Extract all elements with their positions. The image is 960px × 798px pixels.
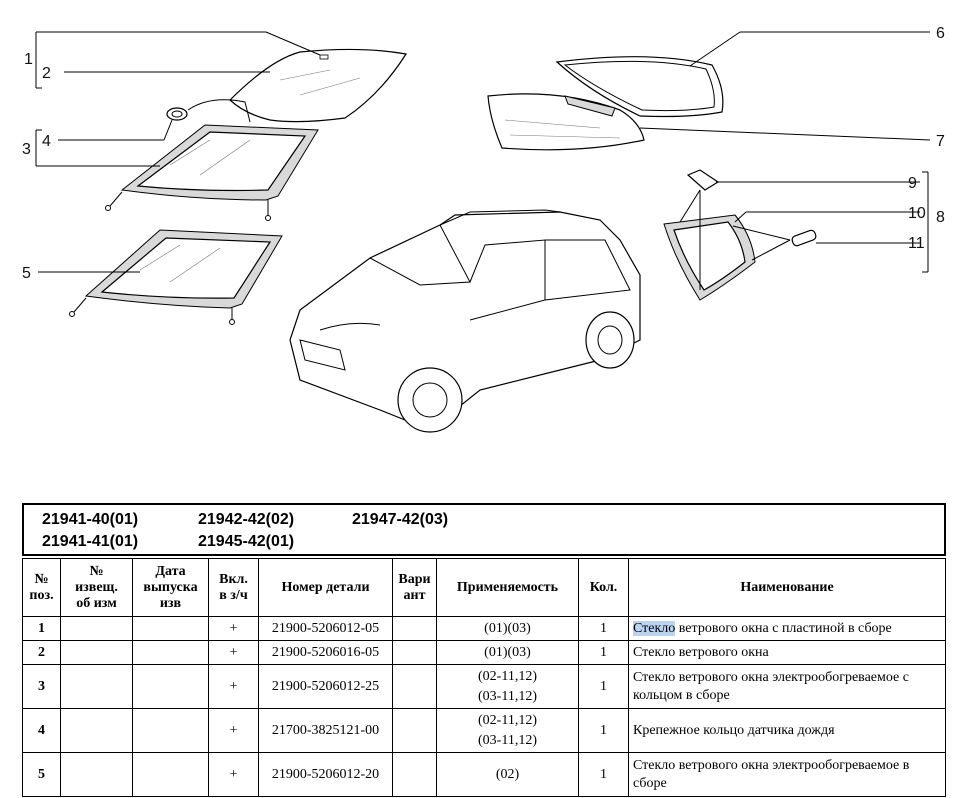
cell-pos: 5 bbox=[22, 752, 61, 797]
callout-6: 6 bbox=[936, 25, 945, 42]
cell-notice bbox=[60, 708, 133, 753]
cell-date bbox=[132, 640, 209, 665]
cell-part-number[interactable]: 21700-3825121-00 bbox=[258, 708, 393, 753]
rain-sensor-ring-drawing bbox=[166, 99, 251, 123]
callout-lines bbox=[35, 31, 931, 273]
callout-11: 11 bbox=[908, 235, 925, 252]
heated-windshield-drawing bbox=[105, 124, 319, 221]
car-drawing bbox=[289, 209, 641, 433]
cell-qty: 1 bbox=[578, 752, 629, 797]
header-part-number: Номер детали bbox=[258, 558, 393, 617]
heated-windshield-2-drawing bbox=[69, 229, 283, 325]
cell-name[interactable]: Стекло ветрового окна с пластиной в сбор… bbox=[628, 616, 946, 641]
quarter-window-drawing bbox=[663, 169, 817, 301]
cell-part-number[interactable]: 21900-5206012-20 bbox=[258, 752, 393, 797]
callout-2: 2 bbox=[42, 65, 51, 82]
model-code: 21942-42(02) bbox=[198, 511, 295, 528]
cell-notice bbox=[60, 640, 133, 665]
callout-8: 8 bbox=[936, 209, 945, 226]
callout-10: 10 bbox=[908, 205, 926, 222]
header-spare: Вкл.в з/ч bbox=[208, 558, 259, 617]
cell-applicability: (01)(03) bbox=[436, 640, 579, 665]
cell-name[interactable]: Стекло ветрового окна электрообогреваемо… bbox=[628, 664, 946, 709]
callout-7: 7 bbox=[936, 133, 945, 150]
cell-spare: + bbox=[208, 616, 259, 641]
cell-applicability: (01)(03) bbox=[436, 616, 579, 641]
cell-spare: + bbox=[208, 640, 259, 665]
cell-spare: + bbox=[208, 708, 259, 753]
table-row: 4 + 21700-3825121-00 (02-11,12)(03-11,12… bbox=[22, 708, 946, 753]
callout-5: 5 bbox=[22, 265, 31, 282]
header-name: Наименование bbox=[628, 558, 946, 617]
cell-name[interactable]: Крепежное кольцо датчика дождя bbox=[628, 708, 946, 753]
cell-notice bbox=[60, 616, 133, 641]
cell-notice bbox=[60, 664, 133, 709]
cell-name[interactable]: Стекло ветрового окна электрообогреваемо… bbox=[628, 752, 946, 797]
callout-4: 4 bbox=[42, 133, 51, 150]
header-qty: Кол. bbox=[578, 558, 629, 617]
cell-pos: 4 bbox=[22, 708, 61, 753]
header-applicability: Применяемость bbox=[436, 558, 579, 617]
cell-variant bbox=[392, 616, 437, 641]
callout-3: 3 bbox=[22, 141, 31, 158]
cell-applicability: (02) bbox=[436, 752, 579, 797]
model-code: 21941-41(01) bbox=[42, 533, 139, 550]
cell-part-number[interactable]: 21900-5206012-05 bbox=[258, 616, 393, 641]
callout-1: 1 bbox=[24, 51, 33, 68]
table-row: 2 + 21900-5206016-05 (01)(03) 1 Стекло в… bbox=[22, 640, 946, 665]
model-code: 21947-42(03) bbox=[352, 511, 449, 528]
cell-pos: 3 bbox=[22, 664, 61, 709]
callout-labels: 1 2 3 4 5 6 7 8 9 10 11 bbox=[22, 25, 945, 282]
parts-diagram: 1 2 3 4 5 6 7 8 9 10 11 bbox=[22, 25, 945, 433]
cell-qty: 1 bbox=[578, 708, 629, 753]
cell-variant bbox=[392, 708, 437, 753]
cell-pos: 2 bbox=[22, 640, 61, 665]
cell-variant bbox=[392, 752, 437, 797]
cell-spare: + bbox=[208, 664, 259, 709]
cell-part-number[interactable]: 21900-5206016-05 bbox=[258, 640, 393, 665]
cell-date bbox=[132, 708, 209, 753]
selected-text[interactable]: Стекло bbox=[633, 620, 676, 636]
windshield-glass-drawing bbox=[229, 48, 407, 123]
rear-window-drawing bbox=[487, 56, 724, 151]
cell-qty: 1 bbox=[578, 616, 629, 641]
table-row: 5 + 21900-5206012-20 (02) 1 Стекло ветро… bbox=[22, 752, 946, 797]
table-row: 3 + 21900-5206012-25 (02-11,12)(03-11,12… bbox=[22, 664, 946, 709]
callout-9: 9 bbox=[908, 175, 917, 192]
cell-date bbox=[132, 752, 209, 797]
cell-pos: 1 bbox=[22, 616, 61, 641]
cell-notice bbox=[60, 752, 133, 797]
cell-date bbox=[132, 616, 209, 641]
cell-date bbox=[132, 664, 209, 709]
table-row: 1 + 21900-5206012-05 (01)(03) 1 Стекло в… bbox=[22, 616, 946, 641]
model-applicability-box: 21941-40(01) 21942-42(02) 21947-42(03) 2… bbox=[22, 503, 946, 556]
cell-variant bbox=[392, 664, 437, 709]
model-code: 21941-40(01) bbox=[42, 511, 139, 528]
cell-qty: 1 bbox=[578, 640, 629, 665]
cell-spare: + bbox=[208, 752, 259, 797]
cell-part-number[interactable]: 21900-5206012-25 bbox=[258, 664, 393, 709]
cell-name[interactable]: Стекло ветрового окна bbox=[628, 640, 946, 665]
model-code: 21945-42(01) bbox=[198, 533, 295, 550]
cell-qty: 1 bbox=[578, 664, 629, 709]
cell-variant bbox=[392, 640, 437, 665]
cell-applicability: (02-11,12)(03-11,12) bbox=[436, 664, 579, 709]
cell-applicability: (02-11,12)(03-11,12) bbox=[436, 708, 579, 753]
